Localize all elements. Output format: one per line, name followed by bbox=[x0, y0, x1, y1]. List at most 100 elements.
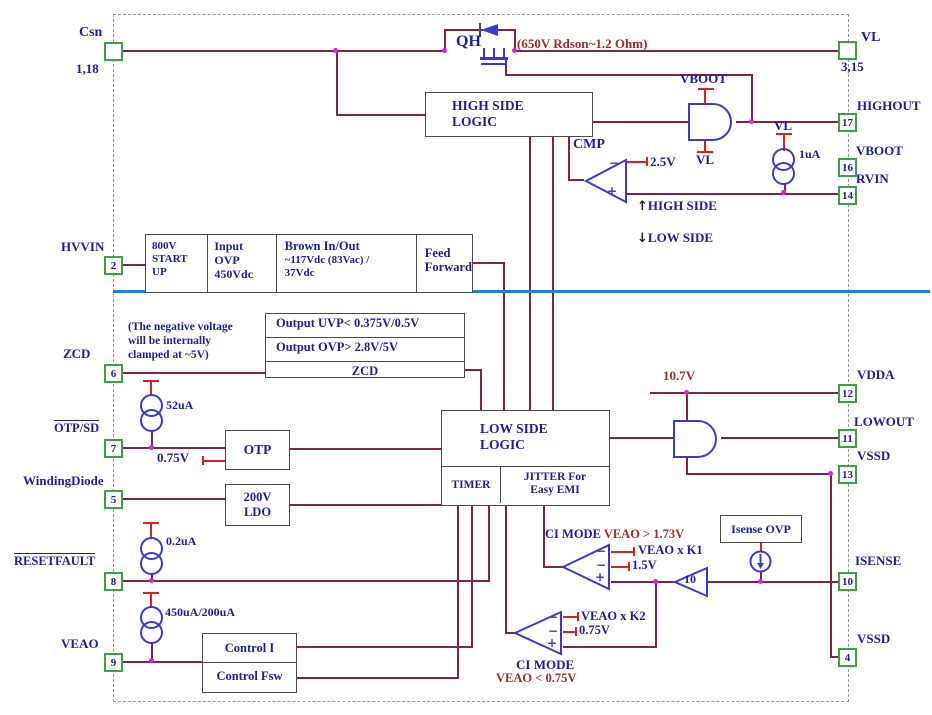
wire-segment bbox=[505, 505, 507, 634]
pin-square-lowout: 11 bbox=[838, 429, 857, 448]
junction-dot bbox=[333, 48, 338, 53]
junction-dot bbox=[149, 658, 154, 663]
reference-tap-segment bbox=[203, 460, 226, 462]
pin-label-highout: HIGHOUT bbox=[857, 98, 921, 113]
ref-2v5-label: 2.5V bbox=[650, 154, 676, 169]
ref-1v5-label: 1.5V bbox=[632, 558, 657, 572]
reference-tap-segment bbox=[627, 161, 648, 163]
cmp2-minus2-mark: − bbox=[548, 624, 559, 638]
pin-square-zcd: 6 bbox=[104, 364, 123, 383]
wire-segment bbox=[593, 121, 688, 123]
veao-k1-label: VEAO x K1 bbox=[638, 543, 703, 557]
wire-segment bbox=[529, 137, 531, 412]
wire-segment bbox=[736, 121, 838, 123]
current-450ua-label: 450uA/200uA bbox=[165, 605, 236, 619]
vboot-tap-label: VBOOT bbox=[680, 71, 727, 86]
pin-square-hvvin: 2 bbox=[104, 256, 123, 275]
current-52ua-label: 52uA bbox=[166, 398, 194, 412]
wire-segment bbox=[516, 50, 838, 52]
junction-dot bbox=[512, 48, 517, 53]
reference-tap-segment bbox=[150, 382, 152, 396]
brownout-cell: Brown In/Out ~117Vdc (83Vac) / 37Vdc bbox=[277, 235, 417, 292]
ref-0v75-cmp-label: 0.75V bbox=[579, 623, 610, 637]
pin-square-rvin: 14 bbox=[838, 186, 857, 205]
wire-segment bbox=[505, 60, 507, 76]
pin-square-vssd13: 13 bbox=[838, 465, 857, 484]
reference-tap-segment bbox=[760, 543, 762, 552]
timer-cell: TIMER bbox=[442, 467, 501, 503]
wire-segment bbox=[336, 50, 338, 116]
junction-dot bbox=[149, 578, 154, 583]
current-source-circle bbox=[140, 621, 163, 644]
body-diode-icon bbox=[472, 22, 504, 38]
ci-mode-high-title: CI MODE VEAO > 1.73V bbox=[545, 527, 685, 541]
isense-ovp-block: Isense OVP bbox=[720, 515, 802, 543]
pin-label-csn: Csn bbox=[79, 25, 103, 40]
pin-square-vboot: 16 bbox=[838, 158, 857, 177]
junction-dot bbox=[442, 48, 447, 53]
reference-tap-segment bbox=[697, 151, 713, 153]
wire-segment bbox=[473, 262, 504, 264]
wire-segment bbox=[721, 437, 838, 439]
reference-tap-segment bbox=[698, 88, 714, 90]
wire-segment bbox=[471, 505, 473, 648]
vl-source-tap-label: VL bbox=[774, 118, 793, 133]
low-side-caption: ↓LOW SIDE bbox=[637, 230, 714, 246]
reference-tap-segment bbox=[783, 135, 785, 151]
wire-segment bbox=[686, 392, 688, 422]
current-source-circle bbox=[772, 162, 795, 185]
qh-label: QH bbox=[456, 33, 481, 50]
reference-terminal-bar bbox=[628, 562, 630, 571]
pin-label-zcd: ZCD bbox=[63, 346, 91, 361]
wire-segment bbox=[122, 372, 266, 374]
pin-square-resetfault: 8 bbox=[104, 572, 123, 591]
cmp2-plus-mark: + bbox=[547, 636, 558, 650]
otp-block: OTP bbox=[225, 430, 290, 470]
pin-label-isense: ISENSE bbox=[855, 553, 902, 568]
wire-segment bbox=[296, 677, 459, 679]
high-side-logic-label: HIGH SIDE bbox=[452, 98, 524, 113]
vdda-10v7-label: 10.7V bbox=[663, 368, 696, 383]
pin-square-veao: 9 bbox=[104, 653, 123, 672]
zcd-row-ovp: Output OVP> 2.8V/5V bbox=[266, 338, 464, 362]
pin-square-csn bbox=[104, 42, 123, 61]
control-i-cell: Control I bbox=[203, 634, 296, 663]
qh-mosfet-icon bbox=[478, 48, 510, 76]
junction-dot bbox=[781, 190, 786, 195]
current-source-circle bbox=[140, 552, 163, 575]
wire-segment bbox=[444, 29, 446, 52]
wire-segment bbox=[830, 473, 832, 658]
wire-segment bbox=[336, 114, 426, 116]
junction-dot bbox=[149, 445, 154, 450]
wire-segment bbox=[830, 656, 840, 658]
high-side-logic-block: HIGH SIDE LOGIC bbox=[425, 92, 593, 137]
ci-mode-low-comparator bbox=[513, 610, 563, 656]
wire-segment bbox=[122, 661, 204, 663]
wire-segment bbox=[465, 369, 482, 371]
cmp-label: CMP bbox=[573, 137, 605, 152]
pin-label-otpsd: OTP/SD bbox=[54, 420, 100, 435]
pin-label-vssd4: VSSD bbox=[857, 631, 891, 646]
wire-segment bbox=[650, 392, 838, 394]
pin-label-lowout: LOWOUT bbox=[854, 414, 914, 429]
wire-segment bbox=[151, 643, 153, 663]
isense-x10-amp bbox=[673, 566, 709, 598]
pin-label-vssd13: VSSD bbox=[857, 448, 891, 463]
reference-terminal-bar bbox=[575, 627, 577, 636]
wire-segment bbox=[514, 29, 516, 52]
wire-segment bbox=[543, 566, 563, 568]
current-0-2ua-label: 0.2uA bbox=[166, 534, 197, 548]
wire-segment bbox=[296, 646, 473, 648]
cmp1-minus2-mark: − bbox=[596, 558, 607, 572]
rdson-note: (650V Rdson~1.2 Ohm) bbox=[517, 36, 648, 51]
wire-segment bbox=[686, 473, 832, 475]
control-block: Control I Control Fsw bbox=[202, 633, 297, 693]
wire-segment bbox=[122, 50, 446, 52]
wire-segment bbox=[290, 504, 442, 506]
cmp-minus-mark: − bbox=[609, 156, 620, 170]
wire-segment bbox=[705, 581, 838, 583]
junction-dot bbox=[758, 579, 763, 584]
